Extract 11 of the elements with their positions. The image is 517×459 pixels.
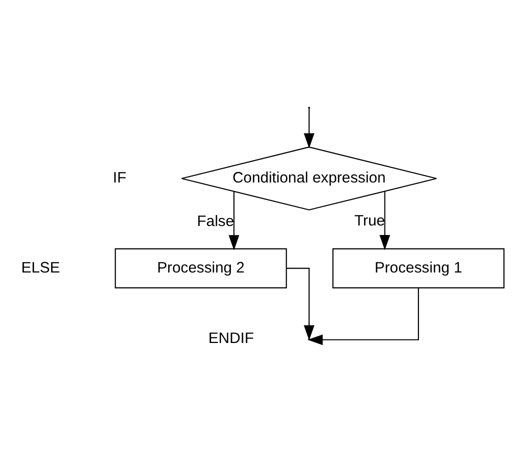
node-diamond: Conditional expression [181, 146, 438, 210]
edge-label: False [197, 212, 234, 230]
node-box: Processing 2 [114, 248, 287, 288]
label: ENDIF [208, 330, 254, 348]
arrow [228, 192, 240, 250]
arrow [304, 108, 314, 148]
node-box: Processing 1 [332, 248, 504, 288]
label: IF [112, 169, 126, 186]
edge-label: True [354, 212, 385, 230]
label: ELSE [21, 259, 60, 276]
arrow [379, 191, 390, 250]
